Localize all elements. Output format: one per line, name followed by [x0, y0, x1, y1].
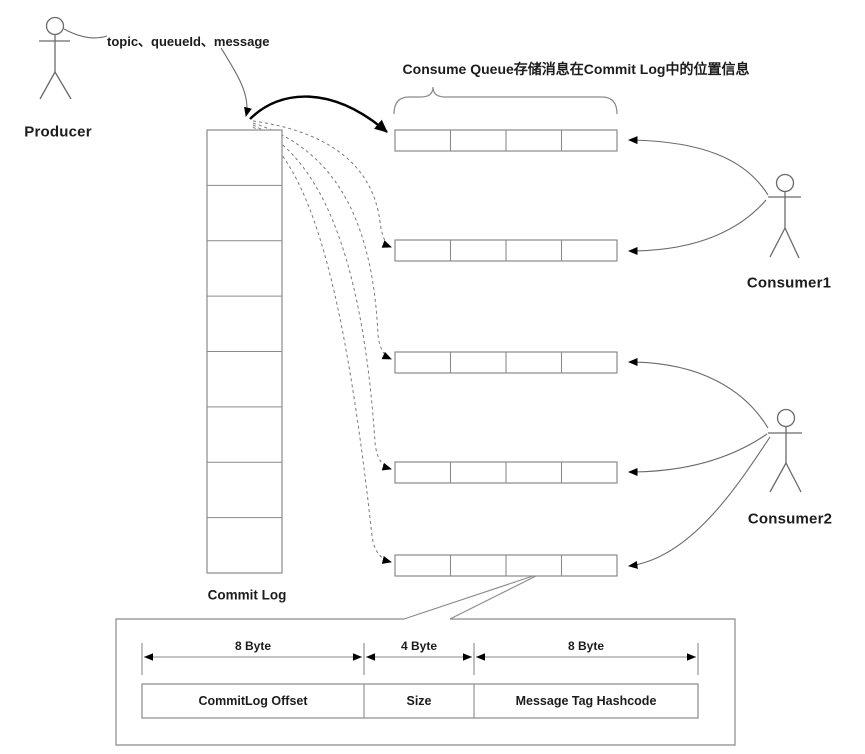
- consumer1-figure: [768, 173, 801, 259]
- field-name-label: CommitLog Offset: [198, 694, 308, 708]
- consumer2-head: [776, 408, 796, 428]
- producer-label: Producer: [24, 123, 92, 141]
- field-size-label: 4 Byte: [400, 639, 438, 653]
- callout-wedge: [403, 574, 539, 620]
- generated-shapes-layer: [141, 129, 699, 719]
- consumer1-label: Consumer1: [746, 274, 832, 292]
- field-name-label: Size: [406, 694, 432, 708]
- consume-queue-caption: Consume Queue存储消息在Commit Log中的位置信息: [402, 61, 750, 77]
- dimension-arrowhead-left: [366, 653, 375, 661]
- dimension-arrowhead-right: [463, 653, 472, 661]
- record-fields-row: [141, 683, 699, 719]
- dimension-arrowhead-right: [687, 653, 696, 661]
- commitlog-to-queue4-dashed-arrow: [252, 124, 392, 471]
- dimension-arrowhead-left: [476, 653, 485, 661]
- consumer1-to-queue1-arrow: [628, 136, 769, 196]
- consumer2-figure: [768, 408, 802, 493]
- consumer1-to-queue2-arrow: [628, 199, 767, 255]
- consume-queue-brace: [393, 86, 618, 115]
- dimension-arrowhead-left: [144, 653, 153, 661]
- consumer2-to-queue3-arrow: [628, 358, 769, 429]
- field-size-label: 8 Byte: [567, 639, 605, 653]
- commitlog-to-queue5-dashed-arrow: [252, 126, 392, 564]
- field-name-label: Message Tag Hashcode: [515, 694, 657, 708]
- record-format-box: [115, 618, 736, 746]
- field-size-label: 8 Byte: [234, 639, 272, 653]
- consumer2-to-queue4-arrow: [628, 433, 768, 476]
- producer-head: [45, 16, 65, 36]
- commitlog-to-queue1-arrow: [249, 95, 388, 133]
- producer-figure: [39, 16, 72, 100]
- consumer2-label: Consumer2: [747, 510, 833, 528]
- producer-to-commitlog-arrow: [220, 47, 252, 117]
- commit-log-label: Commit Log: [207, 587, 287, 603]
- producer-message-label: topic、queueId、message: [107, 34, 270, 49]
- producer-head-to-label-line: [63, 28, 108, 39]
- commitlog-to-queue3-dashed-arrow: [252, 122, 392, 360]
- consumer1-head: [775, 173, 795, 193]
- consumer2-to-queue5-arrow: [628, 436, 771, 569]
- dimension-arrowhead-right: [353, 653, 362, 661]
